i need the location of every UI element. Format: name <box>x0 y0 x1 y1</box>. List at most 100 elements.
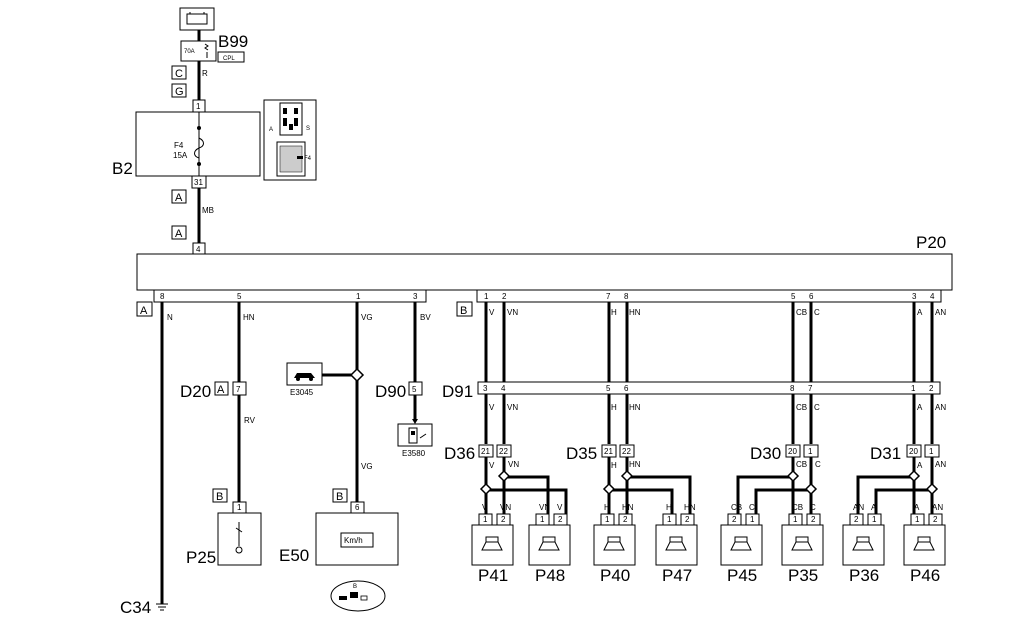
d91-label: D91 <box>442 382 473 401</box>
b2-label: B2 <box>112 159 133 178</box>
speaker-icon <box>603 541 625 551</box>
svg-text:A: A <box>917 461 923 470</box>
speaker-pin: 1 <box>915 515 920 524</box>
svg-text:1: 1 <box>356 292 361 301</box>
svg-text:2: 2 <box>929 384 934 393</box>
svg-text:V: V <box>489 403 495 412</box>
speaker-icon <box>730 541 752 551</box>
phone-icon <box>408 427 427 444</box>
p25-pin: 1 <box>237 503 242 512</box>
svg-text:22: 22 <box>499 447 508 456</box>
svg-text:B: B <box>353 584 357 590</box>
svg-text:AN: AN <box>935 308 946 317</box>
wire-rv: RV <box>244 416 256 425</box>
speaker-wire-color: V <box>557 503 563 512</box>
p20-conn-a: A <box>140 305 148 317</box>
e3045-label: E3045 <box>290 388 314 397</box>
d20-conn: A <box>217 384 225 396</box>
speaker-label: P46 <box>910 566 940 585</box>
svg-text:CB: CB <box>796 403 807 412</box>
svg-text:1: 1 <box>808 447 813 456</box>
svg-text:5: 5 <box>606 384 611 393</box>
speaker-pin: 1 <box>750 515 755 524</box>
conn-a-1: A <box>175 192 183 204</box>
svg-text:H: H <box>611 308 617 317</box>
svg-text:HN: HN <box>629 403 641 412</box>
b99-tag: CPL <box>223 56 235 62</box>
speaker-pin: 1 <box>540 515 545 524</box>
splice-branches <box>484 457 934 514</box>
svg-text:22: 22 <box>622 447 631 456</box>
svg-text:3: 3 <box>413 292 418 301</box>
speaker-wire-color: A <box>914 503 920 512</box>
speaker-wire-color: C <box>810 503 816 512</box>
p20-conn-b: B <box>460 305 467 317</box>
speaker-wire-color: CB <box>792 503 803 512</box>
p20-right-pins: 1 2 7 8 5 6 3 4 V VN H HN CB C A AN <box>484 292 946 317</box>
svg-text:BV: BV <box>420 313 431 322</box>
svg-text:20: 20 <box>788 447 797 456</box>
d35-label: D35 <box>566 444 597 463</box>
svg-text:A: A <box>917 403 923 412</box>
speaker-wire-color: A <box>871 503 877 512</box>
svg-text:7: 7 <box>606 292 611 301</box>
speaker-label: P36 <box>849 566 879 585</box>
e50-display: Km/h <box>344 536 363 545</box>
svg-text:N: N <box>167 313 173 322</box>
svg-text:1: 1 <box>911 384 916 393</box>
speaker-wire-color: VN <box>500 503 511 512</box>
svg-text:7: 7 <box>808 384 813 393</box>
svg-text:C: C <box>815 460 821 469</box>
d91-pins: 3 4 5 6 8 7 1 2 V VN H HN CB C A AN <box>483 384 946 412</box>
b2-box <box>135 111 261 177</box>
p20-box <box>136 253 953 291</box>
speaker-pin: 2 <box>685 515 690 524</box>
speaker-pin: 2 <box>501 515 506 524</box>
svg-text:H: H <box>611 403 617 412</box>
svg-text:HN: HN <box>629 460 641 469</box>
svg-text:V: V <box>489 461 495 470</box>
svg-text:21: 21 <box>481 447 490 456</box>
car-icon <box>294 373 315 381</box>
battery-icon <box>179 7 215 31</box>
svg-text:1: 1 <box>484 292 489 301</box>
svg-text:VN: VN <box>508 460 519 469</box>
speaker-icon <box>665 541 687 551</box>
bus-wires <box>484 302 934 444</box>
svg-text:H: H <box>611 461 617 470</box>
d90-label: D90 <box>375 382 406 401</box>
fuse-box-location-inset: A S F4 <box>263 99 317 181</box>
b99-rating: 70A <box>184 49 195 55</box>
e3580-label: E3580 <box>402 449 426 458</box>
svg-text:HN: HN <box>243 313 255 322</box>
speaker-wire-color: C <box>749 503 755 512</box>
speaker-wire-color: H <box>604 503 610 512</box>
svg-text:8: 8 <box>160 292 165 301</box>
speaker-pin: 1 <box>667 515 672 524</box>
speaker-pin: 1 <box>872 515 877 524</box>
svg-text:VG: VG <box>361 313 373 322</box>
svg-text:8: 8 <box>790 384 795 393</box>
splice-wire-colors: V VN H HN CB C A AN <box>489 460 946 470</box>
wire-r: R <box>202 69 208 78</box>
svg-text:2: 2 <box>502 292 507 301</box>
svg-text:VN: VN <box>507 308 518 317</box>
svg-text:CB: CB <box>796 308 807 317</box>
b99-label: B99 <box>218 32 248 51</box>
svg-text:VN: VN <box>507 403 518 412</box>
speaker-label: P47 <box>662 566 692 585</box>
wire-mb: MB <box>202 206 214 215</box>
speaker-pin: 1 <box>605 515 610 524</box>
speaker-icon <box>791 541 813 551</box>
d36-label: D36 <box>444 444 475 463</box>
speaker-label: P35 <box>788 566 818 585</box>
speaker-pin: 2 <box>623 515 628 524</box>
speaker-label: P45 <box>727 566 757 585</box>
svg-text:6: 6 <box>624 384 629 393</box>
speaker-pin: 1 <box>483 515 488 524</box>
